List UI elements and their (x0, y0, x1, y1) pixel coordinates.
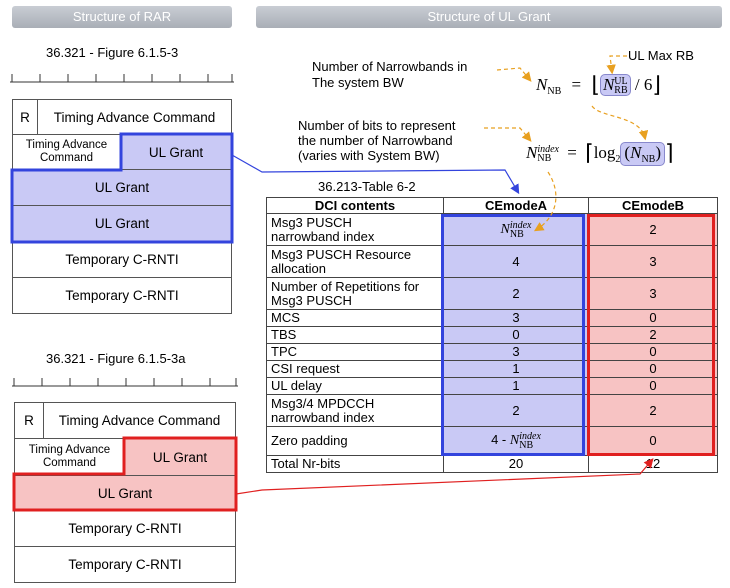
narrowbands-label-line2: The system BW (312, 75, 404, 90)
fig2-ul-grant-highlight (12, 436, 238, 512)
formula2-two: 2 (615, 154, 621, 165)
arrow-ul-max-rb (606, 55, 627, 75)
cemodea-value: 2 (443, 277, 589, 310)
arrow-nnb-to-log (591, 105, 649, 141)
fig1-temporary-crnti-1: Temporary C-RNTI (12, 241, 232, 278)
table-caption: 36.213-Table 6-2 (318, 179, 416, 194)
cemodea-value: 1 (443, 360, 589, 378)
formula2-n: N (526, 143, 538, 162)
figure2-caption: 36.321 - Figure 6.1.5-3a (46, 351, 186, 366)
total-label: Total Nr-bits (266, 455, 444, 473)
cemodea-value: 2 (443, 394, 589, 427)
fig1-tac-line1: Timing Advance (25, 139, 108, 151)
table-header-cemodea: CEmodeA (443, 197, 589, 214)
formula1-eq: = (571, 75, 582, 94)
formula1-nb: NB (547, 86, 562, 97)
bits-label-line2: the number of Narrowband (298, 133, 453, 148)
narrowbands-label-line1: Number of Narrowbands in (312, 59, 468, 74)
formula1-n2: N (602, 75, 615, 94)
fig2-ul-grant-part1: UL Grant (124, 438, 236, 476)
arrow-narrowbands (496, 67, 532, 82)
formula2-n2: N (630, 143, 642, 162)
table-total-row: Total Nr-bits 20 12 (266, 455, 718, 473)
formula2-nb: NB (537, 153, 552, 165)
formula1-n: N (536, 75, 548, 94)
cemodeb-value: 2 (588, 213, 718, 246)
cemodeb-value: 0 (588, 343, 718, 361)
figure1-bit-ruler (10, 74, 234, 83)
formula1-rb: RB (614, 85, 628, 97)
formula2-eq: = (567, 143, 577, 162)
fig1-ul-grant-highlight (10, 132, 234, 244)
cemodeb-value: 2 (588, 394, 718, 427)
fig1-timing-advance-command: Timing Advance Command (37, 99, 232, 135)
fig2-timing-advance-command-part: Timing Advance Command (14, 438, 125, 476)
arrow-fig2-to-cemodeb (235, 458, 654, 495)
fig2-ul-grant-part2: UL Grant (14, 475, 236, 511)
header-structure-of-rar: Structure of RAR (12, 6, 232, 28)
row-label: Zero padding (266, 426, 444, 456)
arrow-index-to-table (533, 171, 557, 232)
header-structure-of-ul-grant: Structure of UL Grant (256, 6, 722, 28)
fig2-temporary-crnti-2: Temporary C-RNTI (14, 546, 236, 583)
formula1-ul: UL (614, 76, 628, 88)
bits-label-line3: (varies with System BW) (298, 148, 440, 163)
fig1-ul-grant-part3: UL Grant (12, 205, 232, 242)
arrow-bits (484, 127, 532, 142)
table-row: TBS 0 2 (266, 326, 718, 344)
figure1-caption: 36.321 - Figure 6.1.5-3 (46, 45, 179, 60)
figure2-bit-ruler (12, 378, 238, 387)
table-row: UL delay 1 0 (266, 377, 718, 395)
cemodeb-value: 3 (588, 277, 718, 310)
cemodea-value: 4 (443, 245, 589, 278)
fig2-tac-line1: Timing Advance (28, 444, 111, 456)
total-cemodea: 20 (443, 455, 589, 473)
fig1-tac-line2: Command (39, 152, 94, 164)
formula2-index: index (537, 144, 559, 156)
fig1-timing-advance-command-part: Timing Advance Command (12, 134, 121, 170)
cemodeb-value: 3 (588, 245, 718, 278)
cemodea-value: 0 (443, 326, 589, 344)
fig1-temporary-crnti-2: Temporary C-RNTI (12, 277, 232, 314)
cemodea-value: 1 (443, 377, 589, 395)
cemodeb-value: 0 (588, 309, 718, 327)
fig1-ul-grant-part1: UL Grant (120, 134, 232, 170)
ul-max-rb-label: UL Max RB (628, 48, 694, 63)
formula2-nb2: NB (641, 154, 656, 165)
cemodea-value: 3 (443, 343, 589, 361)
table-row: TPC 3 0 (266, 343, 718, 361)
fig2-timing-advance-command: Timing Advance Command (43, 402, 236, 439)
fig2-tac-line2: Command (42, 457, 97, 469)
formula1-div: / 6 (634, 75, 653, 94)
cemodeb-value: 2 (588, 326, 718, 344)
bits-label-line1: Number of bits to represent (298, 118, 456, 133)
formula2-log: log (593, 143, 616, 162)
arrow-fig1-to-cemodea (231, 154, 520, 195)
cemodeb-value: 0 (588, 377, 718, 395)
